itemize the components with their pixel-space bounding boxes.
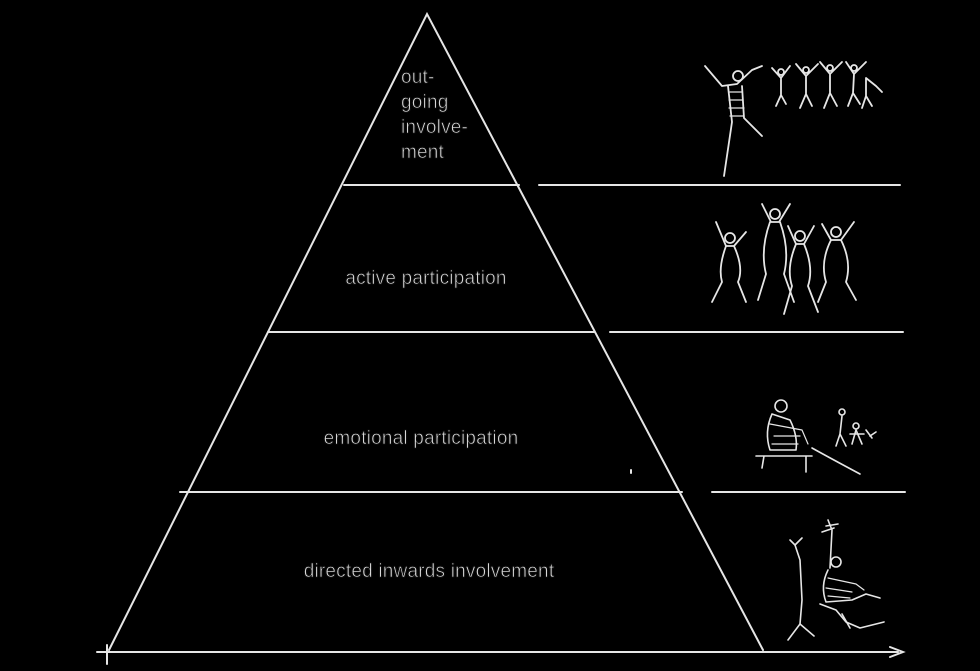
level-label-outgoing-involvement: out- going involve- ment [401,65,501,165]
level-label-line: going [401,92,449,114]
baseline-arrowhead [889,646,906,658]
person-under-tree-icon [787,519,885,641]
seated-spectators-icon [755,399,877,475]
level-label-emotional-participation: emotional participation [323,428,519,450]
level-label-line: ment [401,142,445,164]
pyramid-outline [108,11,764,651]
dancing-figures-icon [711,203,857,315]
level-label-directed-inwards-involvement: directed inwards involvement [303,561,555,583]
level-label-line: involve- [401,117,469,139]
level-label-line: out- [401,67,435,89]
leaping-figures-icon [704,61,883,177]
level-label-active-participation: active participation [345,268,507,290]
